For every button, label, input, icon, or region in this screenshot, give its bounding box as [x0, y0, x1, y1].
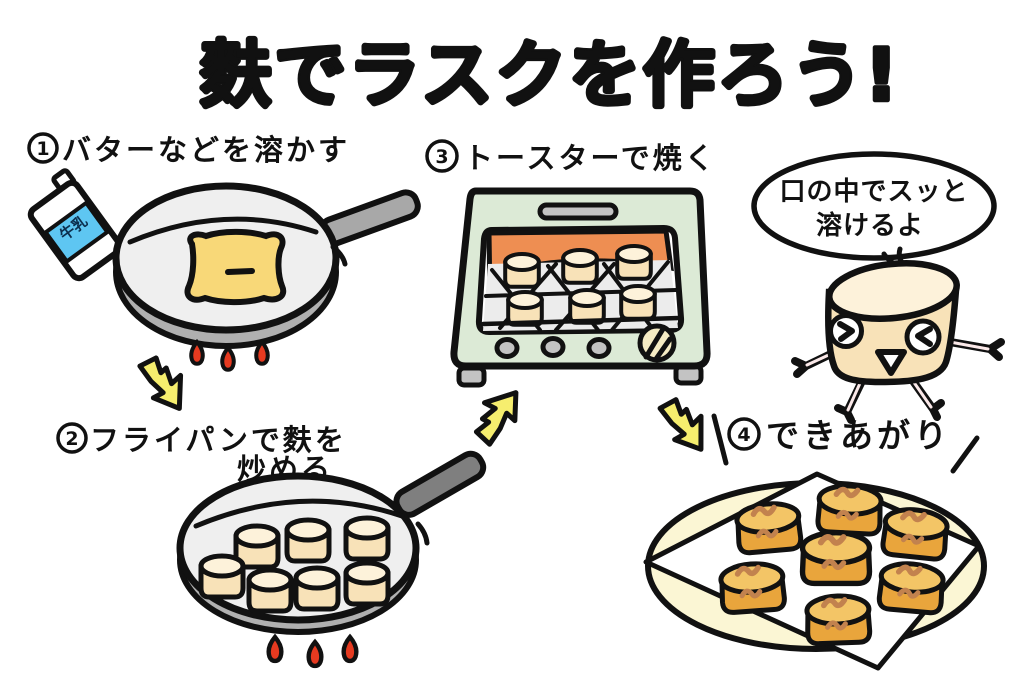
step-2-label-line1: フライパンで麩を: [90, 423, 347, 457]
pan-inner-rim-line: [415, 521, 430, 546]
toaster-rack-front-wire: [480, 315, 682, 327]
pan-handle: [393, 450, 487, 518]
fu-piece-icon: [296, 568, 338, 609]
toaster-dial-stripes: [643, 326, 673, 362]
fu-piece-icon: [346, 563, 388, 604]
mascot-eye: [828, 313, 864, 349]
flame-icon: [189, 340, 205, 366]
step-number-badge: [56, 422, 88, 454]
mascot-beak: [875, 349, 907, 376]
mascot-head-top: [826, 260, 960, 322]
toaster-button: [494, 337, 520, 359]
rusk-icon: [736, 501, 802, 553]
toaster-button: [586, 337, 612, 359]
fu-piece-icon: [287, 520, 329, 561]
flame-icon: [220, 346, 236, 372]
step-number-badge: [27, 132, 59, 164]
page-title: 麩でラスクを作ろう!: [199, 33, 899, 117]
pan-inner-rim-line: [127, 216, 319, 245]
rusk-icon: [878, 561, 944, 613]
flame-icon: [254, 340, 270, 366]
melted-butter-icon: [184, 228, 287, 306]
emphasis-line: [950, 435, 980, 474]
plate-icon: [643, 471, 987, 671]
step-4: 4 できあがり: [643, 413, 987, 671]
step-number: 4: [737, 424, 750, 446]
arrow-down-right-icon: [655, 392, 716, 459]
pan-inner-rim-line: [193, 498, 405, 529]
fu-piece-icon: [621, 286, 655, 319]
step-2: 2 フライパンで麩を 炒める: [56, 422, 487, 666]
step-3-label: トースターで焼く: [464, 141, 717, 175]
step-3: 3 トースターで焼く: [425, 139, 717, 388]
step-number-badge: [727, 417, 761, 451]
step-number: 3: [435, 146, 448, 168]
speech-bubble-shape: [751, 151, 997, 261]
toaster-top-handle: [537, 202, 619, 221]
fu-mascot-icon: [791, 260, 1005, 424]
mascot-limbs: [791, 338, 1005, 424]
toaster-foot: [456, 365, 487, 388]
rusk-icon: [720, 562, 785, 613]
milk-carton-icon: 牛乳: [27, 168, 123, 282]
frying-pan-butter-icon: [112, 182, 421, 349]
flame-icon: [269, 637, 282, 661]
fu-piece-icon: [505, 254, 539, 287]
speech-bubble-line1: 口の中でスッと: [779, 177, 968, 207]
fu-piece-icon: [249, 570, 291, 611]
fu-piece-icon: [201, 556, 243, 597]
frying-pan-fu-icon: [176, 450, 487, 635]
emphasis-line: [711, 413, 729, 466]
speech-bubble-line2: 溶けるよ: [816, 210, 924, 241]
mascot-pupil: [915, 326, 933, 347]
toaster-icon: [450, 187, 711, 388]
pan-inner-rim-line: [330, 244, 348, 267]
step-number: 2: [65, 428, 78, 450]
flame-icon: [309, 642, 322, 666]
rusk-icon: [806, 595, 870, 644]
milk-carton-label-band: [42, 200, 111, 265]
fu-piece-icon: [563, 250, 597, 283]
rusk-icon: [882, 507, 949, 560]
step-number-badge: [425, 139, 459, 173]
mascot-pupil: [837, 321, 855, 342]
flame-icon: [344, 637, 357, 661]
fu-piece-icon: [346, 518, 388, 559]
rusk-icon: [803, 533, 870, 584]
butter-highlight: [225, 268, 255, 275]
step-1: 1 バターなどを溶かす 牛乳: [27, 132, 421, 372]
toaster-button: [540, 336, 566, 358]
fu-piece-icon: [570, 290, 604, 323]
rusk-icon: [817, 484, 881, 534]
step-number: 1: [36, 138, 49, 160]
arrow-up-right-icon: [466, 381, 528, 448]
step-1-label: バターなどを溶かす: [62, 133, 350, 167]
arrow-down-right-icon: [135, 350, 195, 417]
fu-piece-icon: [508, 292, 542, 325]
step-4-label: できあがり: [766, 416, 951, 455]
speech-bubble: 口の中でスッと 溶けるよ: [751, 151, 997, 271]
fu-piece-icon: [617, 246, 651, 279]
